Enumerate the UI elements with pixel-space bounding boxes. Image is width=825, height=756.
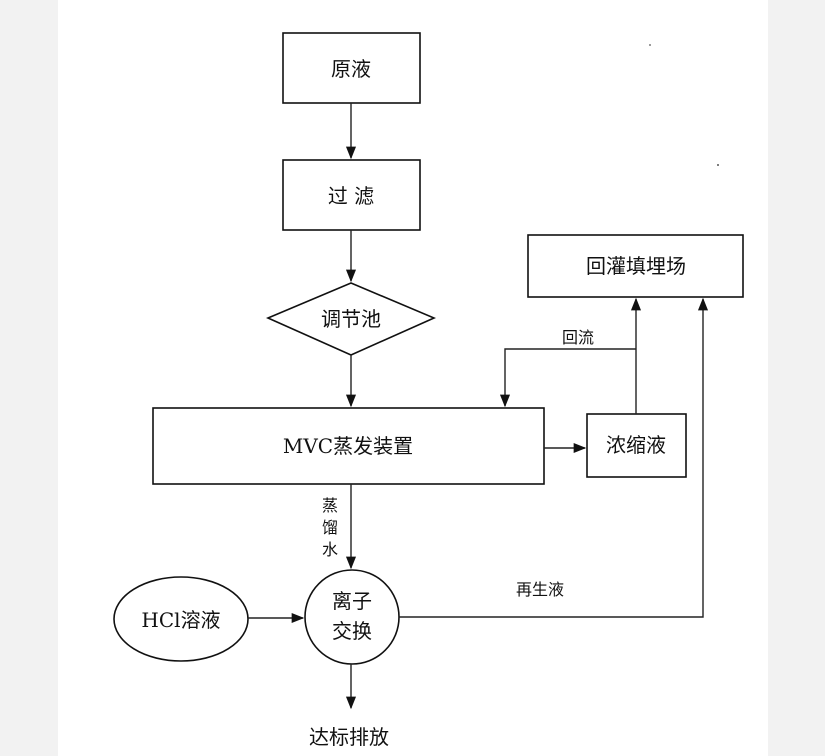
hcl-solution-label: HCl溶液 bbox=[141, 608, 220, 632]
landfill-box bbox=[527, 234, 744, 298]
distillate-label-char2: 馏 bbox=[322, 518, 338, 537]
ion-exchange-label-line2: 交换 bbox=[332, 619, 372, 643]
scan-speck bbox=[717, 164, 719, 166]
concentrate-label: 浓缩液 bbox=[606, 433, 666, 457]
reflux-label: 回流 bbox=[562, 328, 594, 347]
mvc-evaporator-box bbox=[152, 407, 545, 485]
mvc-evaporator-label: MVC蒸发装置 bbox=[283, 434, 413, 458]
raw-liquid-label: 原液 bbox=[331, 57, 371, 81]
arrow-reflux-to-mvc bbox=[499, 348, 636, 408]
ion-exchange-label-line1: 离子 bbox=[332, 589, 372, 613]
scan-speck bbox=[649, 44, 651, 46]
distillate-label-char3: 水 bbox=[322, 540, 338, 559]
arrow-regenerant-to-landfill bbox=[399, 297, 709, 618]
raw-liquid-box bbox=[282, 32, 421, 104]
ion-exchange-circle bbox=[304, 569, 400, 665]
filtration-label: 过 滤 bbox=[328, 184, 374, 208]
filtration-box bbox=[282, 159, 421, 231]
discharge-label: 达标排放 bbox=[309, 725, 389, 749]
regulating-tank-label: 调节池 bbox=[321, 307, 381, 331]
regulating-tank-diamond bbox=[265, 282, 437, 356]
hcl-solution-ellipse bbox=[113, 576, 249, 662]
regenerant-label: 再生液 bbox=[516, 580, 564, 599]
landfill-label: 回灌填埋场 bbox=[586, 254, 686, 278]
distillate-label-char1: 蒸 bbox=[322, 496, 338, 515]
